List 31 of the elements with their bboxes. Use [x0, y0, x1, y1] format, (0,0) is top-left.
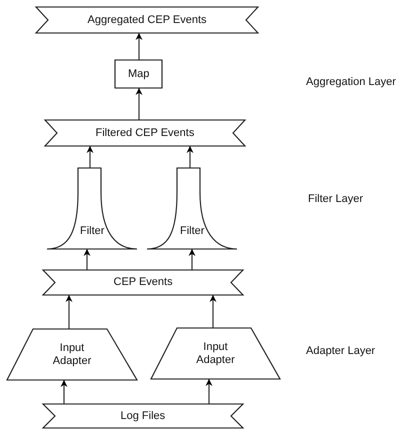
node-label: CEP Events — [114, 276, 173, 289]
node-label: Filter — [80, 225, 104, 238]
filter-funnel — [47, 168, 137, 249]
event-stream-banner — [43, 404, 243, 428]
arrow — [66, 295, 72, 329]
layer-label: Adapter Layer — [306, 345, 376, 357]
event-stream-banner — [43, 270, 243, 295]
adapter-trapezoid — [151, 328, 280, 379]
arrow — [210, 295, 216, 328]
layer-label: Aggregation Layer — [306, 76, 396, 88]
event-stream-banner — [36, 7, 258, 33]
node-label: Filter — [180, 225, 204, 238]
arrow — [188, 249, 196, 270]
layer-label: Filter Layer — [308, 193, 364, 205]
node-label: Map — [128, 68, 150, 80]
process-box — [115, 60, 162, 88]
filter-funnel — [147, 168, 237, 249]
node-label: Log Files — [120, 410, 166, 422]
node-label: Filtered CEP Events — [96, 126, 194, 140]
arrow — [60, 380, 68, 404]
arrow — [86, 146, 94, 168]
arrow — [136, 88, 142, 120]
arrow — [84, 249, 90, 270]
arrow — [206, 379, 212, 404]
node-label: Input Adapter — [195, 340, 236, 366]
arrow — [136, 33, 142, 60]
event-stream-banner — [45, 120, 245, 146]
adapter-trapezoid — [7, 329, 137, 380]
node-label: Aggregated CEP Events — [88, 14, 207, 26]
arrow — [186, 146, 194, 168]
node-label: Input Adapter — [52, 342, 92, 368]
